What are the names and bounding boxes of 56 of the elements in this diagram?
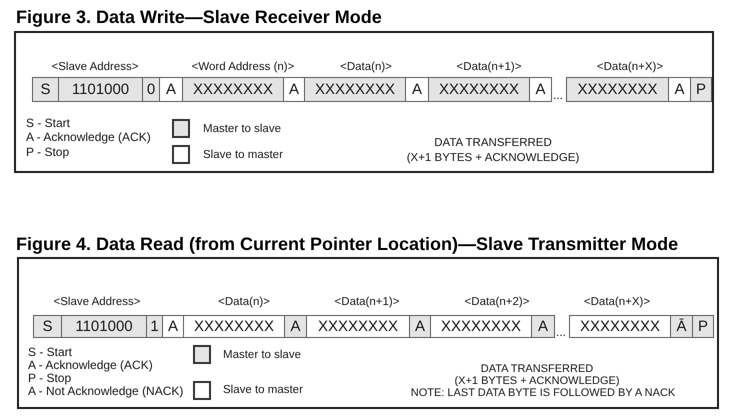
data-byte-cell: XXXXXXXX [304,77,406,102]
field-label: <Data(n+X)> [584,295,650,309]
legend-key-text: A - Not Acknowledge (NACK) [28,384,184,398]
continuation-dots: ... [553,88,563,102]
field-label: <Data(n+1)> [334,295,400,309]
field-label: <Slave Address> [54,295,140,309]
data-byte-cell: XXXXXXXX [430,315,532,338]
legend-label: Master to slave [203,122,281,136]
address-cell: 1101000 [58,77,143,102]
address-cell: 1101000 [61,315,147,338]
field-label: <Data(n+1)> [456,60,522,74]
nack-cell: Ā [670,315,693,338]
field-label: <Data(n+X)> [596,60,664,74]
ack-cell: A [162,315,184,338]
data-byte-cell: XXXXXXXX [428,77,530,102]
figure-title: Figure 4. Data Read (from Current Pointer Location)—Slave Transmitter Mode [16,233,678,256]
ack-cell: A [405,77,429,102]
caption-text: (X+1 BYTES + ACKNOWLEDGE) [406,150,580,166]
data-byte-cell: XXXXXXXX [183,315,285,338]
ack-cell: A [531,315,555,338]
field-label: <Data(n)> [340,60,392,74]
ack-cell: A [409,315,431,338]
legend-key-text: A - Acknowledge (ACK) [26,130,151,144]
stop-cell: P [692,315,714,338]
legend-key-text: S - Start [26,116,70,130]
field-label: <Data(n)> [218,295,270,309]
field-label: <Slave Address> [52,60,138,74]
legend-key-text: P - Stop [28,370,72,386]
caption-text: DATA TRANSFERRED [434,136,552,150]
start-cell: S [32,77,59,102]
ack-cell: A [283,77,305,102]
ack-cell: A [159,77,183,102]
caption-text: DATA TRANSFERRED [480,362,594,376]
data-byte-cell: XXXXXXXX [569,315,671,338]
legend-key-text: S - Start [28,344,72,360]
legend-label: Slave to master [203,148,283,162]
legend-key-text: P - Stop [26,144,70,160]
ack-cell: A [529,77,552,102]
ack-cell: A [284,315,307,338]
start-cell: S [33,315,62,338]
stop-cell: P [690,77,712,102]
data-byte-cell: XXXXXXXX [566,77,669,102]
caption-text: (X+1 BYTES + ACKNOWLEDGE) [454,374,620,388]
legend-label: Slave to master [223,382,303,398]
note-text: NOTE: LAST DATA BYTE IS FOLLOWED BY A NACK [410,386,676,400]
field-label: <Word Address (n)> [192,60,294,74]
data-byte-cell: XXXXXXXX [182,77,284,102]
rw-bit-cell: 1 [146,315,163,338]
data-byte-cell: XXXXXXXX [306,315,410,338]
ack-cell: A [668,77,691,102]
legend-label: Master to slave [223,348,301,362]
field-label: <Data(n+2)> [464,295,530,309]
figure-title: Figure 3. Data Write—Slave Receiver Mode [16,6,382,29]
continuation-dots: ... [556,324,566,340]
rw-bit-cell: 0 [142,77,160,102]
legend-key-text: A - Acknowledge (ACK) [28,358,153,372]
